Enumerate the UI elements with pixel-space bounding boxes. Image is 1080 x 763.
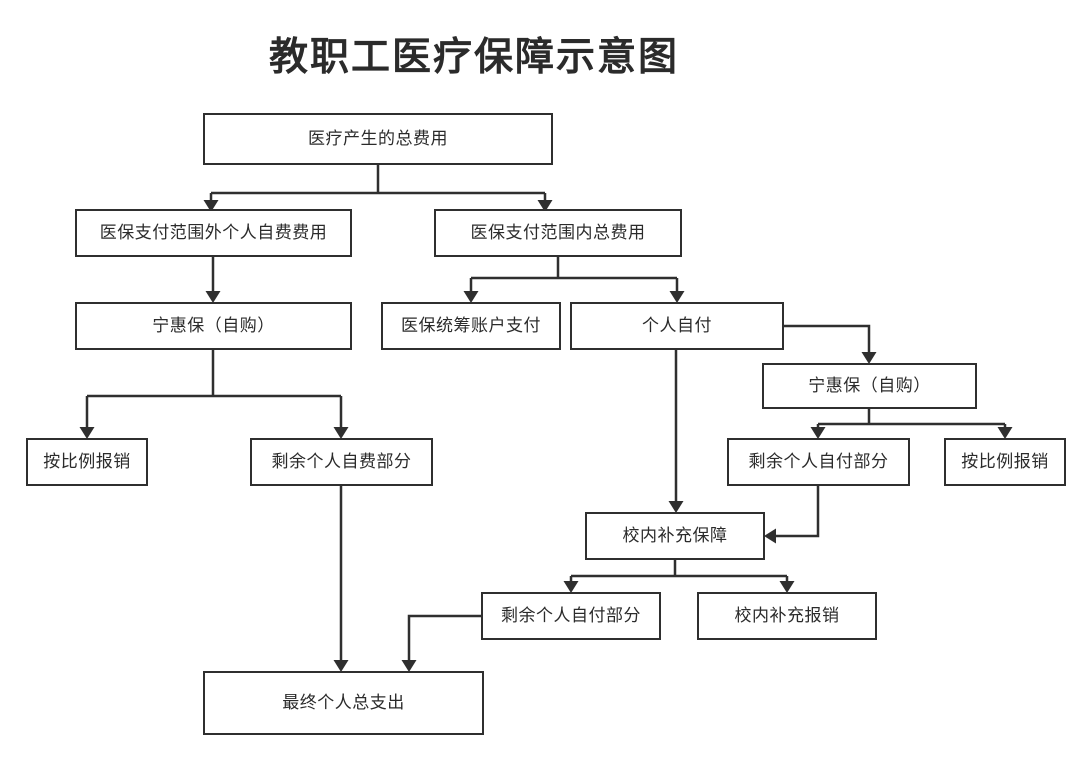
edge-ninghuibao-right-split: [810, 409, 1013, 439]
node-label: 剩余个人自费部分: [271, 451, 412, 471]
node-label: 医保支付范围外个人自费费用: [99, 222, 328, 242]
edge-remaining-pay1-to-campus: [764, 486, 820, 544]
node-final-total-expense[interactable]: 最终个人总支出: [203, 671, 484, 735]
node-label: 宁惠保（自购）: [152, 315, 275, 335]
node-proportional-reimb-left[interactable]: 按比例报销: [26, 438, 148, 486]
edge-total-cost-split: [203, 165, 553, 212]
node-label: 剩余个人自付部分: [748, 451, 889, 471]
node-label: 个人自付: [642, 315, 712, 335]
edge-inscope-split: [463, 257, 685, 303]
node-campus-supplement[interactable]: 校内补充保障: [585, 512, 765, 560]
node-label: 医疗产生的总费用: [308, 128, 448, 148]
node-personal-payment[interactable]: 个人自付: [570, 302, 784, 350]
page-title: 教职工医疗保障示意图: [268, 36, 679, 79]
node-proportional-reimb-right[interactable]: 按比例报销: [944, 438, 1066, 486]
node-label: 按比例报销: [961, 451, 1049, 471]
node-label: 宁惠保（自购）: [808, 375, 931, 395]
node-remaining-self-pay-fee[interactable]: 剩余个人自费部分: [250, 438, 433, 486]
edge-personal-to-ninghuibao-right: [784, 324, 877, 364]
node-pooled-account-pay[interactable]: 医保统筹账户支付: [381, 302, 561, 350]
node-in-scope-total[interactable]: 医保支付范围内总费用: [434, 209, 682, 257]
node-campus-supplement-reimb[interactable]: 校内补充报销: [697, 592, 877, 640]
node-out-of-scope-self-pay[interactable]: 医保支付范围外个人自费费用: [75, 209, 352, 257]
edge-campus-supplement-split: [563, 560, 795, 593]
node-ninghuibao-left[interactable]: 宁惠保（自购）: [75, 302, 352, 350]
node-label: 按比例报销: [43, 451, 131, 471]
node-total-cost[interactable]: 医疗产生的总费用: [203, 113, 553, 165]
node-label: 最终个人总支出: [282, 692, 405, 712]
edge-ninghuibao-left-split: [79, 350, 349, 439]
node-label: 校内补充保障: [622, 525, 728, 545]
node-ninghuibao-right[interactable]: 宁惠保（自购）: [762, 363, 977, 409]
edge-personal-to-campus-supplement: [668, 350, 684, 513]
node-remaining-personal-pay-1[interactable]: 剩余个人自付部分: [727, 438, 910, 486]
node-label: 校内补充报销: [734, 605, 840, 625]
node-label: 医保统筹账户支付: [401, 315, 541, 335]
edge-remaining-fee-to-final: [333, 486, 349, 672]
node-label: 医保支付范围内总费用: [470, 222, 646, 242]
node-label: 剩余个人自付部分: [501, 605, 641, 625]
edge-outscope-to-ninghuibao: [205, 257, 221, 303]
edge-remaining-pay2-to-final: [401, 614, 481, 672]
node-remaining-personal-pay-2[interactable]: 剩余个人自付部分: [481, 592, 661, 640]
